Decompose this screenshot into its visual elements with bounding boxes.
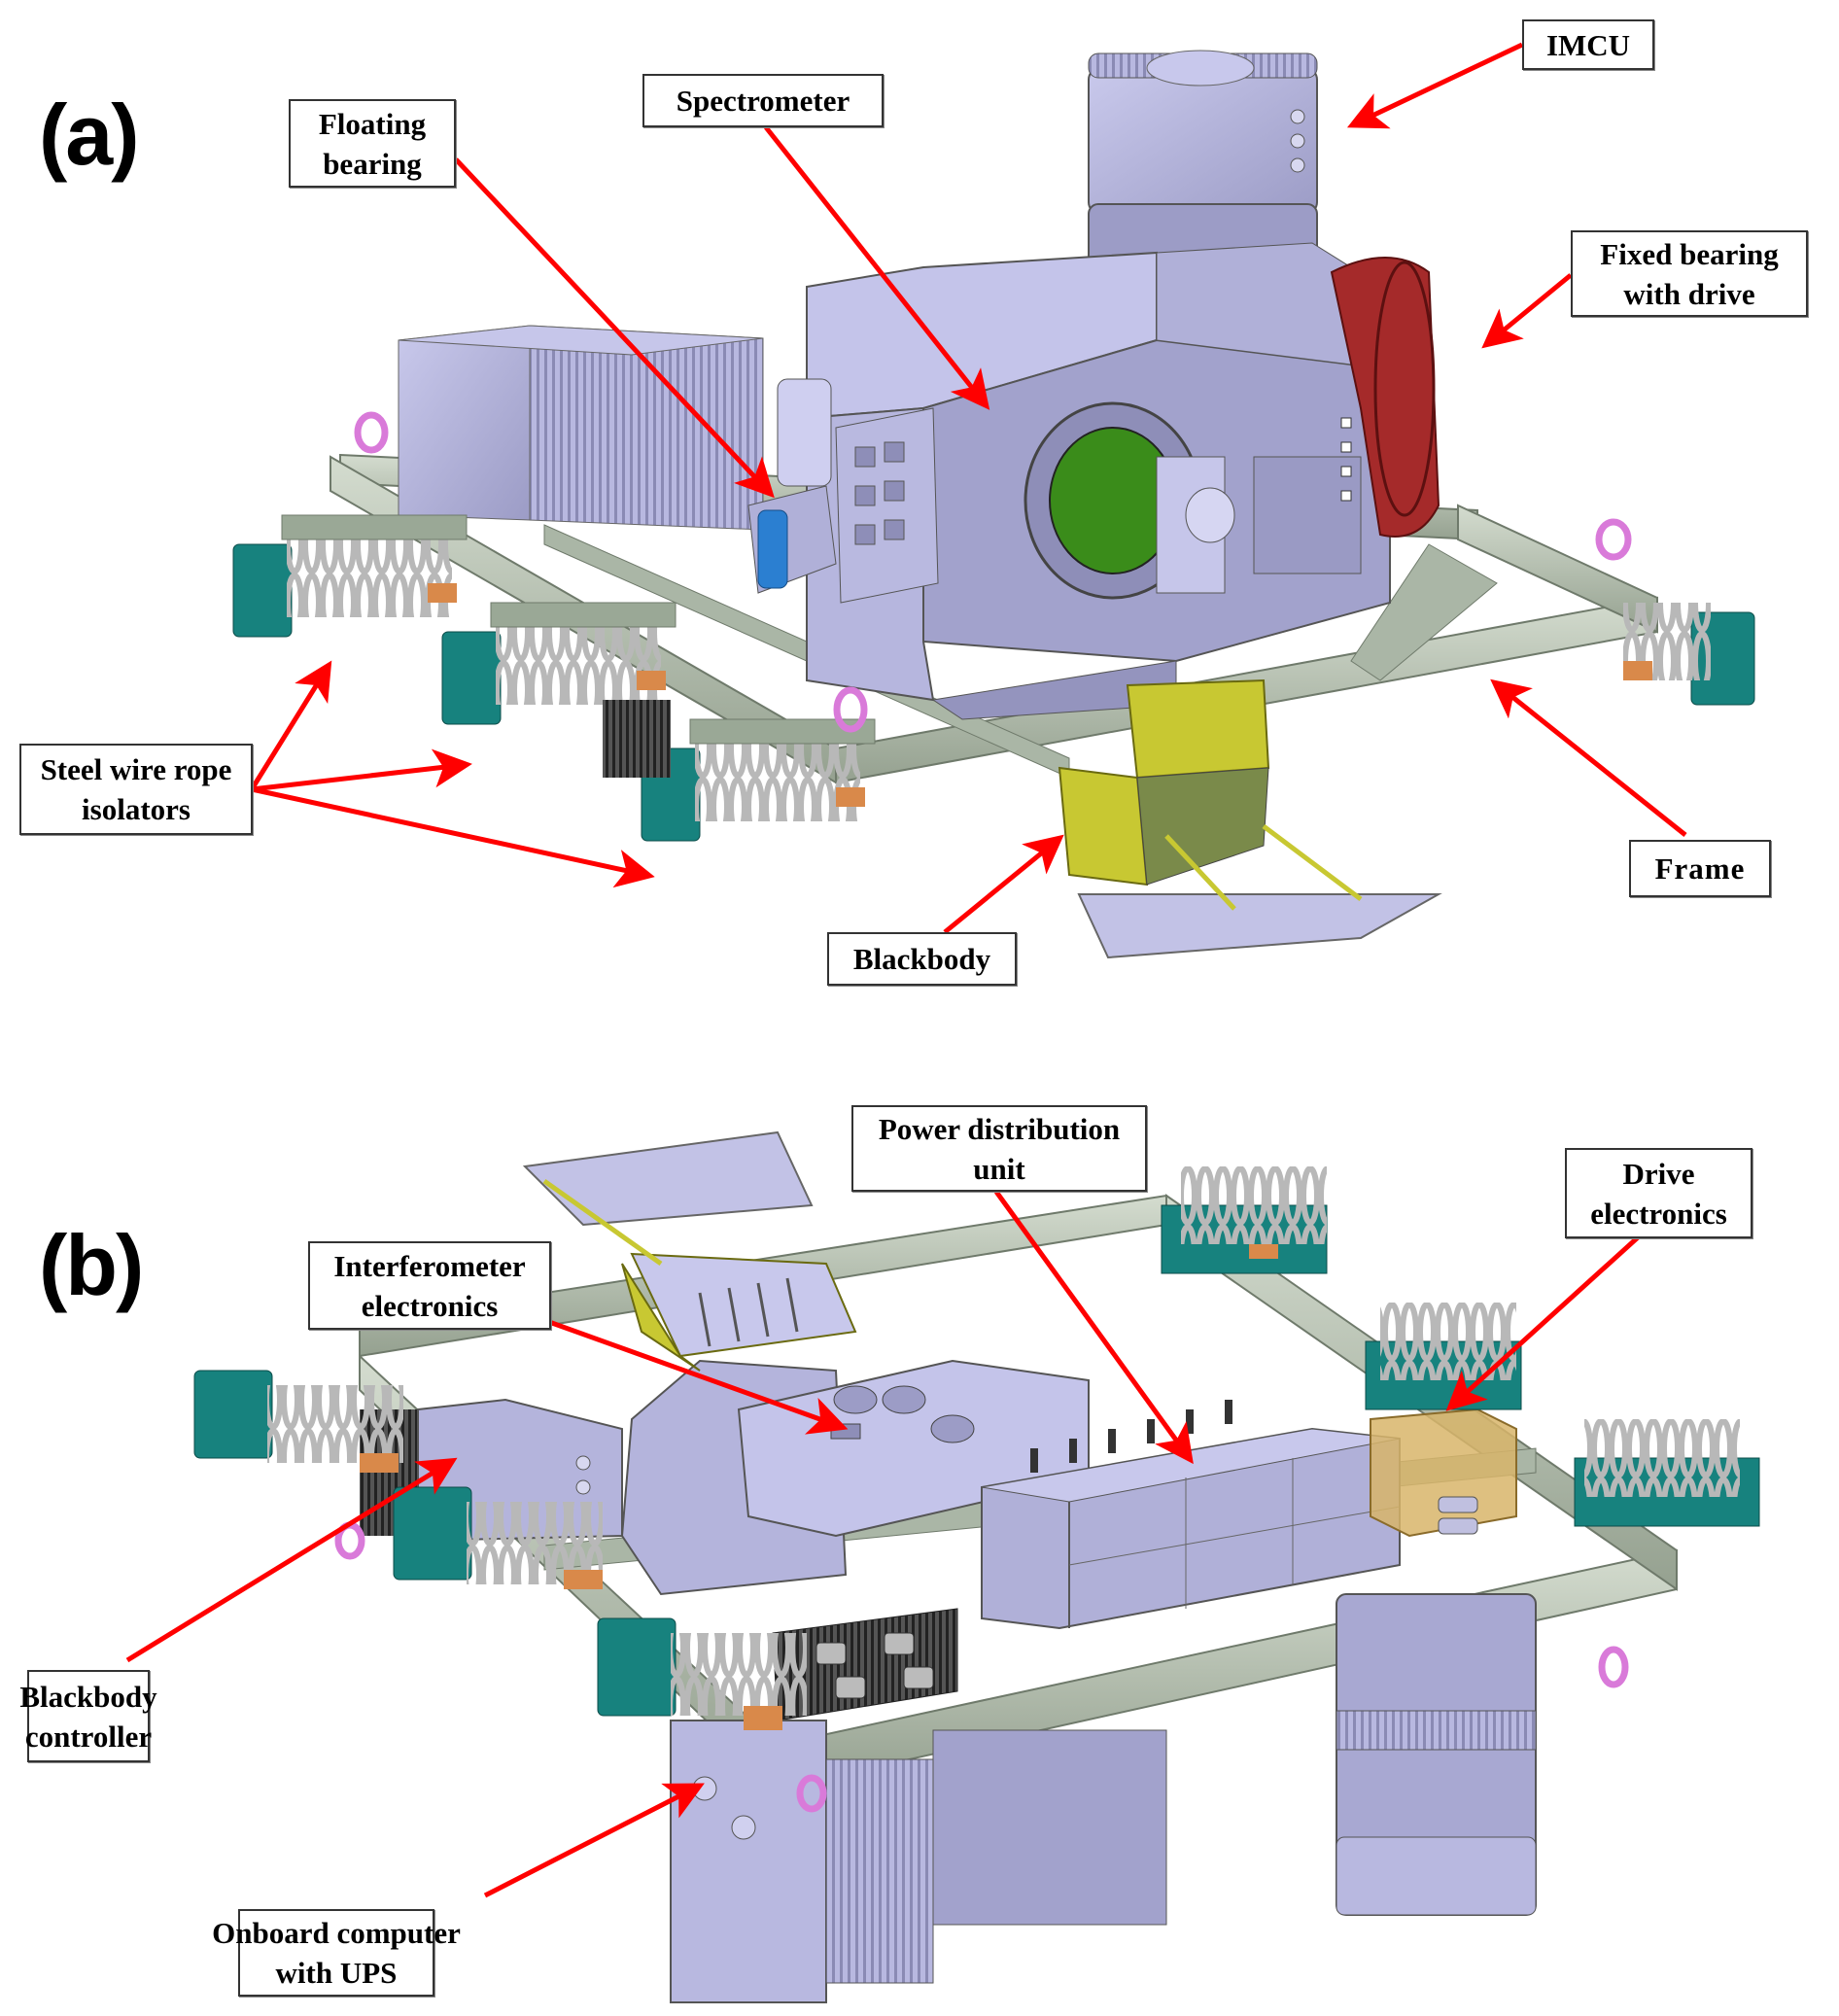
callout-steel-wire-line1: Steel wire rope (40, 752, 232, 786)
callout-spectrometer-line1: Spectrometer (676, 84, 850, 118)
callout-blackbody: Blackbody (827, 932, 1017, 986)
callout-interferometer-line1: Interferometer (333, 1248, 526, 1283)
power-distribution-unit-model (981, 1400, 1401, 1630)
blackbody-model-b (522, 1130, 857, 1372)
callout-power-distribution-line2: unit (973, 1151, 1025, 1186)
isolators-a (232, 514, 1755, 842)
arrow-fixed-bearing (1481, 273, 1573, 349)
callout-steel-wire: Steel wire rope isolators (19, 744, 253, 835)
callout-power-distribution-line1: Power distribution (878, 1111, 1121, 1146)
callout-interferometer-line2: electronics (361, 1288, 499, 1323)
drive-electronics-model (1370, 1408, 1517, 1538)
arrow-interferometer (548, 1319, 849, 1435)
arrow-power-distribution (993, 1190, 1194, 1465)
arrow-isolator-1 (249, 660, 332, 791)
onboard-computer-model (670, 1608, 1167, 2003)
callout-imcu: IMCU (1522, 19, 1654, 70)
arrow-imcu (1346, 42, 1524, 129)
arrow-onboard-computer (483, 1783, 705, 1898)
arrow-blackbody (943, 834, 1064, 934)
callout-fixed-bearing-line2: with drive (1623, 276, 1755, 311)
callout-power-distribution: Power distribution unit (851, 1105, 1147, 1192)
callout-onboard-computer-line2: with UPS (275, 1956, 398, 1990)
callout-drive-electronics-line2: electronics (1590, 1196, 1727, 1231)
callout-arrows (125, 42, 1687, 1898)
callout-spectrometer: Spectrometer (642, 74, 884, 127)
fixed-bearing-drive-model (1330, 257, 1440, 538)
callout-imcu-line1: IMCU (1545, 27, 1631, 62)
panel-a-model (232, 50, 1755, 959)
panel-label-b: (b) (39, 1217, 144, 1313)
callout-floating-bearing-line1: Floating (318, 106, 427, 141)
callout-drive-electronics: Drive electronics (1565, 1148, 1752, 1238)
callout-blackbody-line1: Blackbody (852, 942, 991, 976)
callout-onboard-computer: Onboard computer with UPS (212, 1909, 461, 1997)
arrow-floating-bearing (454, 157, 775, 499)
callout-interferometer: Interferometer electronics (308, 1241, 551, 1330)
callout-steel-wire-line2: isolators (82, 792, 191, 826)
callout-frame-line1: Frame (1654, 852, 1746, 886)
arrow-blackbody-controller (125, 1457, 458, 1663)
arrow-frame (1490, 678, 1687, 837)
arrow-isolator-2 (251, 748, 472, 792)
callout-fixed-bearing: Fixed bearing with drive (1571, 230, 1808, 317)
callout-floating-bearing: Floating bearing (289, 99, 456, 188)
arrow-isolator-3 (251, 786, 655, 888)
imcu-model-b (1336, 1593, 1537, 1916)
arrow-drive-electronics (1445, 1227, 1649, 1411)
callout-floating-bearing-line2: bearing (323, 146, 422, 181)
callout-onboard-computer-line1: Onboard computer (212, 1916, 461, 1950)
lifting-eyes-a (354, 411, 1632, 733)
spectrometer-model (806, 242, 1391, 720)
isolators-b (193, 1166, 1760, 1730)
callout-frame: Frame (1629, 840, 1771, 897)
panel-b-model (193, 1130, 1760, 2003)
floating-bearing-model (747, 378, 939, 604)
callout-blackbody-controller-line2: controller (24, 1719, 153, 1754)
callout-drive-electronics-line1: Drive (1622, 1156, 1695, 1191)
blackbody-model (1058, 678, 1442, 959)
callout-fixed-bearing-line1: Fixed bearing (1600, 236, 1779, 271)
panel-label-a: (a) (39, 87, 140, 183)
arrow-spectrometer (764, 125, 990, 410)
left-heatsink-box-a (398, 325, 764, 531)
callout-blackbody-controller-line1: Blackbody (19, 1679, 157, 1714)
callout-blackbody-controller: Blackbody controller (19, 1670, 157, 1762)
